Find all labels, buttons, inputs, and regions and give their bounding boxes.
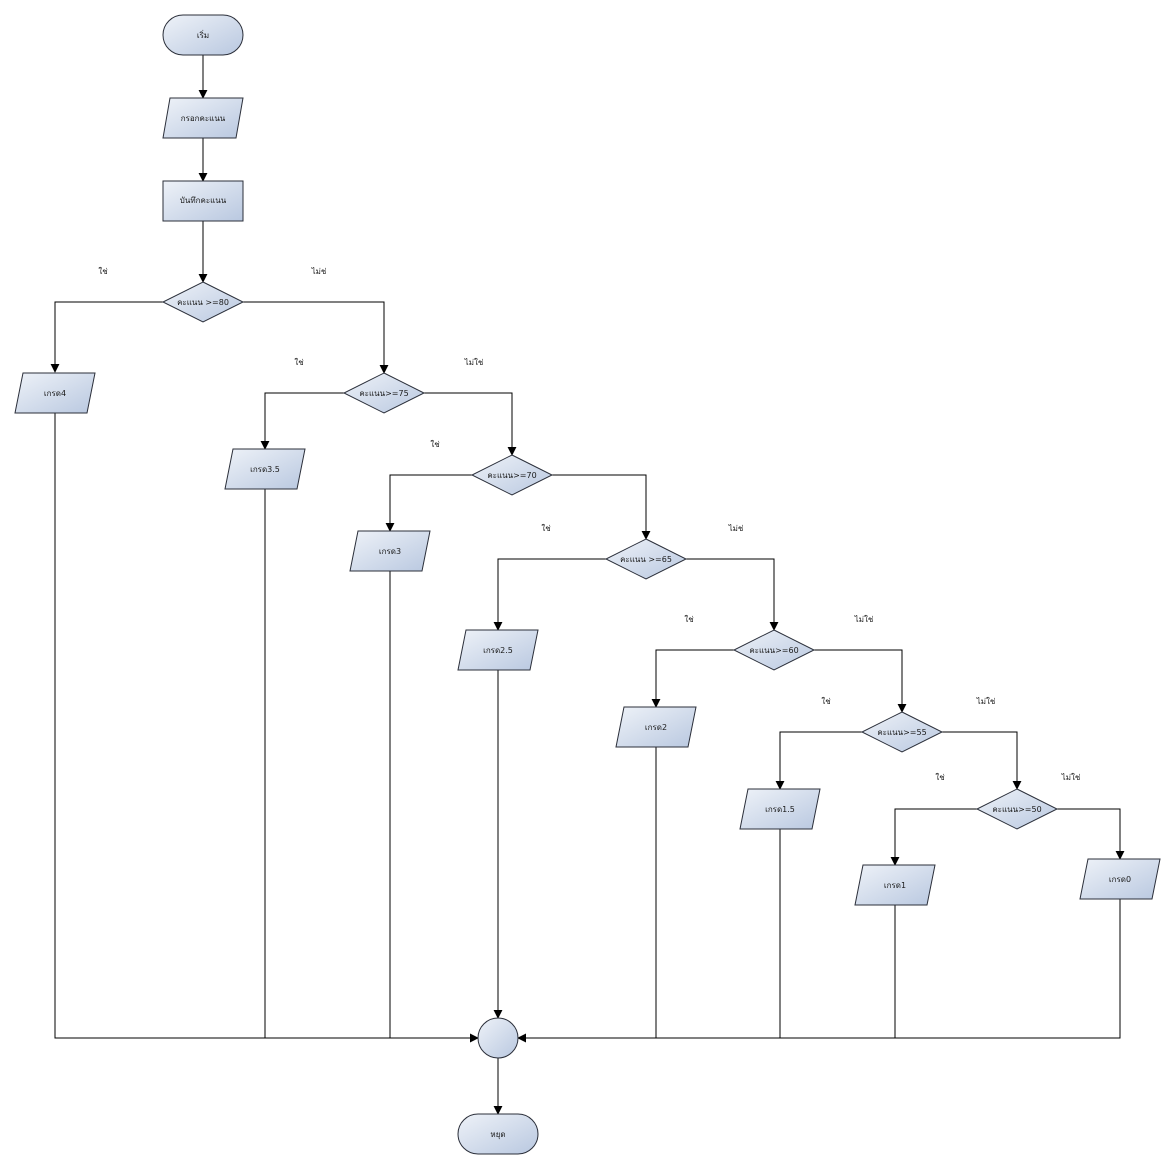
save-score-label: บันทึกคะแนน <box>180 196 227 205</box>
grade-1-5-label: เกรด1.5 <box>765 805 795 814</box>
decision-80-label: คะแนน >=80 <box>177 298 229 307</box>
edge-label-no-50: ไม่ใช่ <box>1061 773 1081 782</box>
grade-4-label: เกรด4 <box>44 389 66 398</box>
shapes: เริ่ม กรอกคะแนน บันทึกคะแนน คะแนน >=80 ค… <box>14 14 1161 1155</box>
edge-label-no-65: ไม่ช่ <box>728 524 744 533</box>
grade-0-output[interactable]: เกรด0 <box>1079 858 1161 900</box>
edge-label-no-75: ไม่ใช่ <box>464 358 484 367</box>
edge-label-yes-60: ใช่ <box>684 615 694 624</box>
arrow-cond55-no <box>942 731 1022 790</box>
grade-2-label: เกรด2 <box>645 723 667 732</box>
arrow-cond80-yes <box>50 301 163 373</box>
grade-1-5-output[interactable]: เกรด1.5 <box>739 788 821 830</box>
arrow-grade4-to-join <box>54 413 479 1043</box>
decision-75-label: คะแนน>=75 <box>359 389 408 398</box>
arrow-cond50-no <box>1057 808 1125 860</box>
edge-label-yes-80: ใช่ <box>98 267 108 276</box>
decision-70-label: คะแนน>=70 <box>487 471 536 480</box>
grade-4-output[interactable]: เกรด4 <box>14 372 96 414</box>
decision-65-label: คะแนน >=65 <box>620 555 672 564</box>
arrow-cond75-no <box>424 392 517 456</box>
edge-label-yes-65: ใช่ <box>541 524 551 533</box>
grade-3-output[interactable]: เกรด3 <box>349 530 431 572</box>
edge-label-yes-55: ใช่ <box>821 697 831 706</box>
arrow-cond70-yes <box>385 474 472 532</box>
grade-3-5-label: เกรด3.5 <box>250 465 280 474</box>
decision-score-70[interactable]: คะแนน>=70 <box>470 454 554 496</box>
arrow-cond50-yes <box>890 808 977 866</box>
arrow-cond75-yes <box>260 392 344 450</box>
grade-3-5-output[interactable]: เกรด3.5 <box>224 448 306 490</box>
input-score-io[interactable]: กรอกคะแนน <box>162 97 244 139</box>
arrow-grade0-to-join <box>517 899 1121 1043</box>
grade-1-label: เกรด1 <box>884 881 906 890</box>
connectors <box>50 55 1125 1115</box>
edge-label-yes-50: ใช่ <box>935 773 945 782</box>
arrow-cond80-no <box>243 301 389 374</box>
grade-0-label: เกรด0 <box>1109 875 1131 884</box>
save-score-process[interactable]: บันทึกคะแนน <box>162 180 244 222</box>
decision-score-55[interactable]: คะแนน>=55 <box>860 711 944 753</box>
arrow-cond70-no <box>552 474 651 540</box>
arrow-cond60-no <box>814 649 907 713</box>
arrow-cond65-no <box>686 558 779 631</box>
edge-label-no-80: ไม่ช่ <box>311 267 327 276</box>
decision-55-label: คะแนน>=55 <box>877 728 926 737</box>
grade-3-label: เกรด3 <box>379 547 401 556</box>
edge-label-yes-75: ใช่ <box>294 358 304 367</box>
stop-label: หยุด <box>490 1130 505 1139</box>
stop-terminator[interactable]: หยุด <box>457 1113 539 1155</box>
decision-score-65[interactable]: คะแนน >=65 <box>604 538 688 580</box>
input-score-label: กรอกคะแนน <box>181 114 226 123</box>
arrow-cond60-yes <box>651 649 734 708</box>
edge-label-yes-70: ใช่ <box>430 440 440 449</box>
decision-50-label: คะแนน>=50 <box>992 805 1041 814</box>
decision-score-75[interactable]: คะแนน>=75 <box>342 372 426 414</box>
decision-score-80[interactable]: คะแนน >=80 <box>161 281 245 323</box>
join-connector[interactable] <box>477 1017 519 1059</box>
edge-labels: ใช่ ไม่ช่ ใช่ ไม่ใช่ ใช่ ใช่ ไม่ช่ ใช่ ไ… <box>98 267 1081 782</box>
decision-score-60[interactable]: คะแนน>=60 <box>732 629 816 671</box>
grade-2-5-output[interactable]: เกรด2.5 <box>457 629 539 671</box>
start-terminator[interactable]: เริ่ม <box>162 14 244 56</box>
grade-2-5-label: เกรด2.5 <box>483 646 513 655</box>
decision-60-label: คะแนน>=60 <box>749 646 798 655</box>
edge-label-no-60: ไม่ใช่ <box>854 615 874 624</box>
grade-2-output[interactable]: เกรด2 <box>615 706 697 748</box>
arrow-cond65-yes <box>493 558 606 631</box>
grade-1-output[interactable]: เกรด1 <box>854 864 936 906</box>
arrow-cond55-yes <box>775 731 862 790</box>
decision-score-50[interactable]: คะแนน>=50 <box>975 788 1059 830</box>
edge-label-no-55: ไม่ใช่ <box>976 697 996 706</box>
start-label: เริ่ม <box>197 29 209 40</box>
